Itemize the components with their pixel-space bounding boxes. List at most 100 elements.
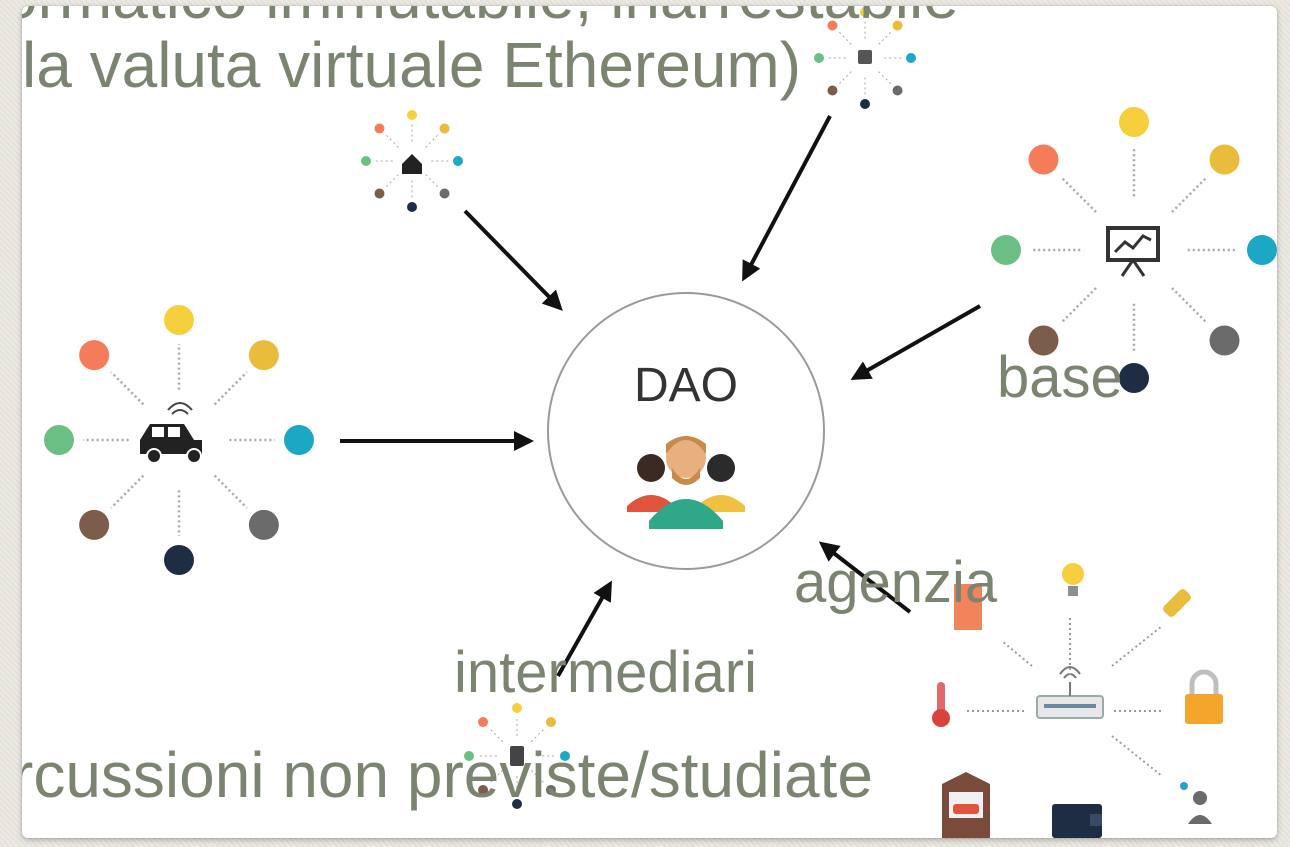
overlay-line-1: ormatico immutabile, inarrestabile (22, 6, 959, 28)
cluster-dot (407, 202, 417, 212)
node-clusters (44, 7, 1277, 809)
cluster-dot (1209, 144, 1240, 175)
signal-waves (167, 402, 193, 415)
overlay-word-base: base (997, 345, 1123, 410)
cluster-dot (478, 717, 489, 728)
padlock-icon (1185, 669, 1223, 724)
cluster-dot (79, 340, 110, 371)
node-cluster (814, 7, 916, 109)
cluster-dot (1209, 325, 1240, 356)
overlay-line-2: la valuta virtuale Ethereum) (22, 29, 802, 101)
house-icon (402, 154, 422, 174)
connector-line (1171, 287, 1208, 324)
cluster-dot (374, 123, 385, 134)
iot-cluster (932, 563, 1223, 838)
connector-line (838, 31, 852, 45)
small-device-icon (510, 746, 524, 766)
cluster-dot (478, 784, 489, 795)
car-window (168, 427, 180, 437)
connector-line (530, 728, 545, 743)
connector-line (1171, 176, 1208, 213)
cluster-dot (1247, 235, 1277, 265)
node-cluster (464, 703, 570, 809)
cluster-dot (248, 340, 279, 371)
connector-line (213, 371, 248, 406)
connector-line (1060, 176, 1097, 213)
connector-line (425, 174, 439, 188)
cluster-dot (860, 7, 870, 17)
cluster-dot (164, 305, 194, 335)
people-group-icon (627, 436, 745, 529)
wallet-icon (1052, 804, 1102, 838)
car-wheel (186, 448, 202, 464)
cluster-dot (892, 20, 903, 31)
cluster-dot (79, 509, 110, 540)
cluster-dot (361, 156, 371, 166)
cluster-dot (545, 784, 556, 795)
cluster-dot (560, 751, 570, 761)
overlay-word-intermediari: intermediari (454, 640, 757, 705)
arrows-group (340, 115, 981, 677)
arrow (742, 115, 832, 282)
cluster-dot (439, 188, 450, 199)
dao-hub: DAO (547, 292, 825, 570)
chart-line (1113, 234, 1152, 254)
cluster-dot (827, 20, 838, 31)
dao-label: DAO (634, 359, 738, 412)
slide-card: DAO (22, 6, 1277, 838)
arrow (463, 209, 563, 311)
cluster-dot (439, 123, 450, 134)
connector-line (1060, 287, 1097, 324)
cluster-dot (248, 509, 279, 540)
board-leg (1131, 259, 1146, 277)
device-shape (510, 746, 524, 766)
connector-line (110, 371, 145, 406)
cluster-dot (827, 85, 838, 96)
arrow (556, 580, 612, 677)
person-signal-icon (1180, 782, 1212, 824)
cluster-dot (164, 545, 194, 575)
connector-line (385, 134, 399, 148)
plug-icon (858, 50, 872, 64)
cluster-dot (284, 425, 314, 455)
cluster-dot (860, 99, 870, 109)
connector-line (489, 769, 504, 784)
cluster-dot (991, 235, 1021, 265)
cluster-dot (906, 53, 916, 63)
cluster-dot (407, 110, 417, 120)
connector-line (530, 769, 545, 784)
node-cluster (44, 305, 314, 575)
connector-line (385, 174, 399, 188)
cluster-dot (44, 425, 74, 455)
connector-line (878, 71, 892, 85)
light-bulb-icon (1062, 563, 1084, 596)
cluster-dot (892, 85, 903, 96)
plug-icon (1163, 589, 1191, 617)
thermometer-icon (932, 682, 950, 727)
overlay-word-agenzia: agenzia (794, 550, 998, 615)
connector-line (425, 134, 439, 148)
cluster-dot (512, 799, 522, 809)
cluster-dot (1028, 325, 1059, 356)
arrow (818, 541, 912, 614)
wifi-router-icon (1036, 666, 1104, 719)
cluster-dot (814, 53, 824, 63)
board-frame (1106, 226, 1160, 262)
presentation-chart-icon (1106, 226, 1160, 277)
cluster-dot (1119, 107, 1149, 137)
cluster-dot (512, 703, 522, 713)
node-cluster (361, 110, 463, 212)
cluster-dot (1028, 144, 1059, 175)
house-shape (402, 154, 422, 174)
car-icon (140, 402, 202, 464)
car-window (152, 427, 164, 437)
connector-line (878, 31, 892, 45)
overlay-line-last: rcussioni non previste/studiate (22, 739, 873, 811)
arrow (850, 304, 981, 380)
garage-icon (942, 772, 990, 838)
cluster-dot (545, 717, 556, 728)
connector-line (110, 474, 145, 509)
dao-network-diagram: DAO (44, 7, 1277, 838)
cluster-dot (464, 751, 474, 761)
node-cluster (991, 107, 1277, 393)
